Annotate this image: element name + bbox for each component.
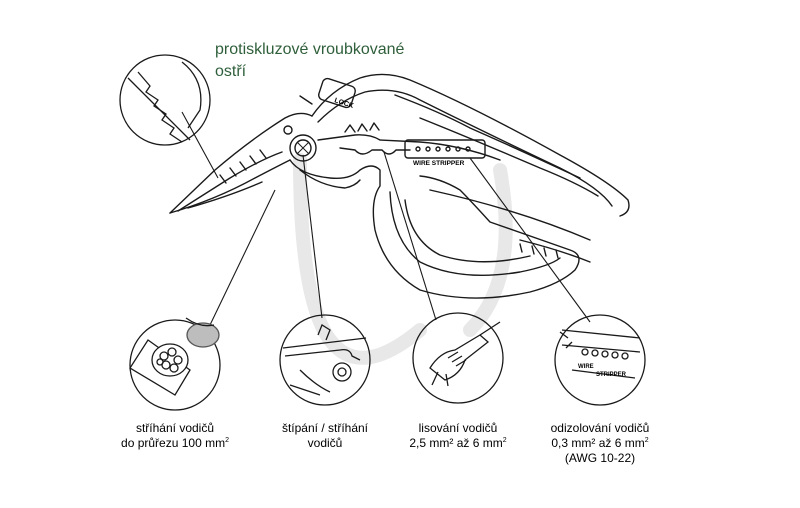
caption-line2: 0,3 mm² až 6 mm2	[551, 436, 649, 450]
watermark-logo	[293, 153, 513, 365]
detail-stripper-text: STRIPPER	[596, 372, 627, 378]
caption-cable-cut: stříhání vodičů do průřezu 100 mm2	[115, 421, 235, 451]
caption-crimping: lisování vodičů 2,5 mm² až 6 mm2	[398, 421, 518, 451]
feature-title: protiskluzové vroubkované ostří	[215, 40, 404, 82]
feature-title-line1: protiskluzové vroubkované	[215, 41, 405, 58]
caption-line2: do průřezu 100 mm2	[121, 436, 229, 450]
lock-text: LOCK	[333, 97, 354, 110]
caption-line1: odizolování vodičů	[550, 421, 650, 435]
caption-stripping: odizolování vodičů 0,3 mm² až 6 mm2 (AWG…	[540, 421, 660, 466]
caption-line1: štípání / stříhání	[281, 421, 369, 435]
caption-line2: 2,5 mm² až 6 mm2	[409, 436, 507, 450]
caption-line2: vodičů	[307, 436, 343, 450]
caption-line1: lisování vodičů	[418, 421, 498, 435]
caption-line1: stříhání vodičů	[135, 421, 215, 435]
detail-wire-cut	[279, 314, 371, 406]
wire-stripper-text: WIRE STRIPPER	[413, 160, 465, 167]
detail-serrated-blade	[119, 54, 211, 146]
detail-wire-stripping	[554, 314, 646, 406]
detail-crimping	[412, 312, 504, 404]
leader-lines	[181, 111, 591, 326]
feature-title-line2: ostří	[215, 63, 247, 80]
caption-wire-cut: štípání / stříhání vodičů	[270, 421, 380, 451]
caption-line3: (AWG 10-22)	[564, 451, 636, 465]
detail-cable-cut	[129, 317, 221, 411]
pliers-body	[169, 73, 630, 299]
detail-wire-text: WIRE	[578, 364, 594, 370]
